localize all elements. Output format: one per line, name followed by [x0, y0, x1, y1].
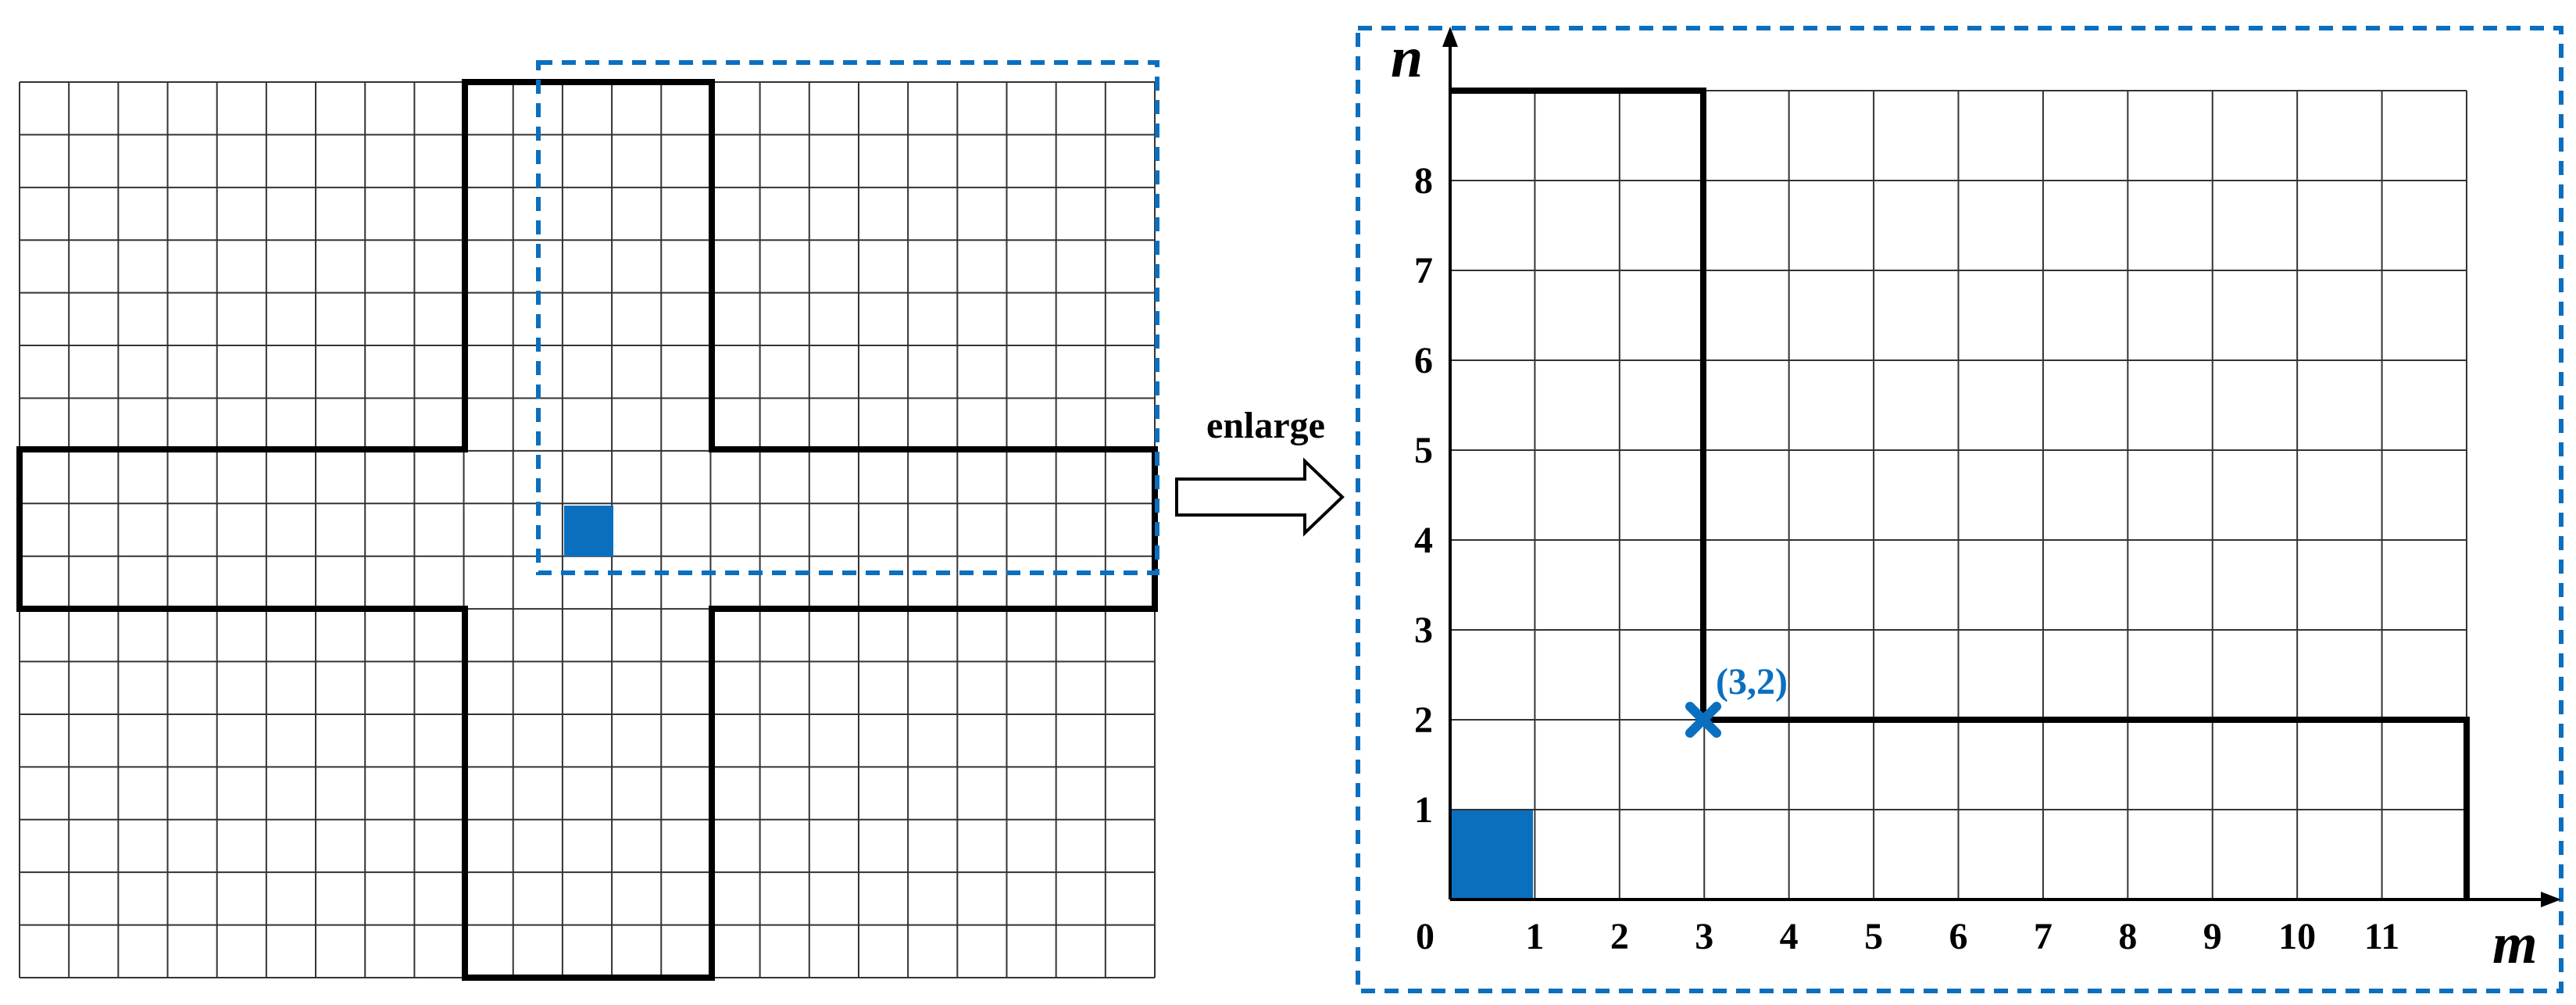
x-tick-label: 4: [1780, 916, 1799, 957]
x-tick-label: 11: [2364, 916, 2399, 957]
x-tick-label: 8: [2118, 916, 2137, 957]
x-tick-label: 3: [1695, 916, 1713, 957]
y-tick-label: 8: [1414, 160, 1433, 202]
cross-shape-outline: [16, 79, 1158, 981]
selection-box-dashed: [536, 60, 1159, 575]
x-tick-label: 0: [1416, 916, 1434, 957]
enlarge-arrow-icon: [1175, 457, 1345, 537]
x-tick-label: 2: [1610, 916, 1629, 957]
point-marker-icon: [1685, 702, 1721, 738]
y-tick-label: 5: [1414, 430, 1433, 471]
x-axis-label: m: [2492, 912, 2538, 976]
x-tick-label: 10: [2278, 916, 2316, 957]
y-tick-label: 7: [1414, 250, 1433, 291]
x-tick-label: 5: [1864, 916, 1883, 957]
x-tick-label: 6: [1949, 916, 1968, 957]
y-tick-label: 3: [1414, 610, 1433, 651]
x-axis-arrowhead: [2541, 892, 2561, 907]
y-tick-labels: 1 2 3 4 5 6 7 8: [1414, 160, 1433, 831]
right-grid: [1449, 90, 2467, 900]
point-label: (3,2): [1716, 661, 1788, 703]
highlight-cell-left: [564, 506, 613, 556]
y-axis-label: n: [1391, 26, 1423, 90]
y-tick-label: 2: [1414, 699, 1433, 741]
enlarged-panel-dashed: [1356, 26, 2563, 993]
y-tick-label: 4: [1414, 520, 1433, 561]
y-tick-label: 1: [1414, 789, 1433, 831]
y-axis-arrowhead: [1442, 27, 1458, 47]
x-tick-label: 1: [1525, 916, 1544, 957]
y-tick-label: 6: [1414, 340, 1433, 381]
x-tick-label: 9: [2203, 916, 2222, 957]
highlight-cell-right: [1450, 810, 1533, 899]
x-tick-label: 7: [2034, 916, 2053, 957]
enlarge-label: enlarge: [1206, 405, 1325, 446]
x-tick-labels: 0 1 2 3 4 5 6 7 8 9 10 11: [1416, 916, 2399, 957]
